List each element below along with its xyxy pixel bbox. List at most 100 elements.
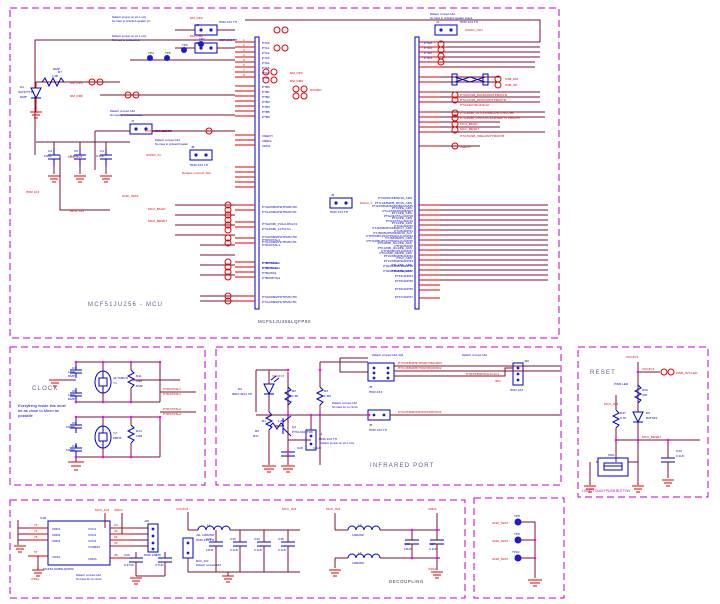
svg-text:PTF6/ADP36: PTF6/ADP36 <box>395 287 414 291</box>
svg-text:PTD6/XTAL1: PTD6/XTAL1 <box>262 238 280 242</box>
svg-text:Q1: Q1 <box>292 425 296 429</box>
svg-text:C4: C4 <box>48 149 52 153</box>
svg-text:4.7K: 4.7K <box>620 416 627 420</box>
svg-text:PTD5/XTAL2: PTD5/XTAL2 <box>163 412 181 416</box>
svg-text:PTG4/ADP20: PTG4/ADP20 <box>394 224 413 228</box>
clock-junctions <box>74 360 162 459</box>
svg-text:PTG0/KBI2P0/TPM1CH0: PTG0/KBI2P0/TPM1CH0 <box>262 235 297 239</box>
svg-text:PTJ6/KBI2P6_ADS: PTJ6/KBI2P6_ADS <box>385 236 412 240</box>
svg-text:J4: J4 <box>319 432 323 436</box>
svg-text:Default: connect 1&2, 3&4: Default: connect 1&2, 3&4 <box>372 353 404 357</box>
svg-text:Y2: Y2 <box>113 431 117 435</box>
svg-text:DMP: DMP <box>68 397 75 401</box>
svg-text:PTG1/KBI2P9/TPM2CH1: PTG1/KBI2P9/TPM2CH1 <box>262 210 297 214</box>
svg-text:6: 6 <box>243 63 245 67</box>
decoupling-junctions <box>410 528 439 560</box>
svg-text:R1: R1 <box>262 419 266 423</box>
svg-text:10M: 10M <box>136 379 142 383</box>
svg-text:1: 1 <box>243 38 245 42</box>
svg-text:MCU_RESET: MCU_RESET <box>642 435 661 439</box>
svg-text:HDR 1X2 TH: HDR 1X2 TH <box>219 38 237 42</box>
svg-text:VCC1: VCC1 <box>88 527 97 531</box>
svg-text:MCU_3V3: MCU_3V3 <box>68 155 83 159</box>
svg-text:PTB5: PTB5 <box>262 110 270 114</box>
mcu-left-wires <box>34 19 548 302</box>
clock-block-title: CLOCK <box>32 386 59 392</box>
svg-text:PTG0/USB_DM/DCDM/TPM2CH4: PTG0/USB_DM/DCDM/TPM2CH4 <box>460 93 508 97</box>
svg-text:POTENTIOMETER: POTENTIOMETER <box>145 129 172 133</box>
clock-circuit <box>49 361 196 471</box>
svg-text:R3: R3 <box>324 389 328 393</box>
svg-text:3: 3 <box>243 48 245 52</box>
svg-text:0.1UF: 0.1UF <box>96 154 105 158</box>
svg-text:PTJ0/KBI2P8/ADP32: PTJ0/KBI2P8/ADP32 <box>384 254 414 258</box>
svg-text:1.5K: 1.5K <box>278 419 285 423</box>
svg-text:330: 330 <box>642 393 647 397</box>
svg-text:PTJ1/KBI2P9/ADP33: PTJ1/KBI2P9/ADP33 <box>384 259 414 263</box>
svg-text:32.768KHz: 32.768KHz <box>113 376 129 380</box>
svg-text:1.5K: 1.5K <box>292 394 299 398</box>
svg-text:Default: connect 1&2: Default: connect 1&2 <box>110 109 135 113</box>
svg-text:D1: D1 <box>20 85 24 89</box>
header-j5 <box>367 362 395 382</box>
svg-text:PTA5: PTA5 <box>262 66 270 70</box>
svg-text:VREFL: VREFL <box>262 139 272 143</box>
svg-text:Default: connect 1&2: Default: connect 1&2 <box>332 401 357 405</box>
svg-text:J6: J6 <box>369 423 373 427</box>
svg-text:C5: C5 <box>74 149 78 153</box>
svg-text:PTL2/PE_ADS: PTL2/PE_ADS <box>392 269 412 273</box>
svg-text:PTD4/XTAL1: PTD4/XTAL1 <box>262 243 280 247</box>
svg-text:1.0K: 1.0K <box>52 74 59 78</box>
svg-text:0.1UF: 0.1UF <box>70 154 79 158</box>
svg-text:0.1UF: 0.1UF <box>230 548 239 552</box>
svg-text:71: 71 <box>34 529 38 533</box>
mcu-right-pins <box>419 41 440 299</box>
svg-text:U1B: U1B <box>40 516 46 520</box>
svg-text:PTD3/KBI2P3/ALTCLK1: PTD3/KBI2P3/ALTCLK1 <box>466 372 500 376</box>
svg-text:J11: J11 <box>196 533 201 537</box>
svg-text:No trace to onboard speaker pi: No trace to onboard speaker pin <box>112 19 151 23</box>
svg-text:PTJ0/PE_ADS: PTJ0/PE_ADS <box>392 206 412 210</box>
svg-text:D2: D2 <box>238 387 242 391</box>
power-symbol-body <box>47 520 111 566</box>
svg-text:PTD7/XTAL2: PTD7/XTAL2 <box>163 407 181 411</box>
svg-text:HDR 1X2 TH: HDR 1X2 TH <box>154 129 172 133</box>
svg-text:PTC0/KBI2P9/TPM2CH6/CMP2: PTC0/KBI2P9/TPM2CH6/CMP2 <box>398 361 442 365</box>
svg-text:44: 44 <box>114 529 118 533</box>
header-j11 <box>182 537 194 559</box>
svg-text:DMP: DMP <box>20 95 27 99</box>
svg-text:0.1UF: 0.1UF <box>676 454 685 458</box>
infrared-junctions <box>286 368 371 454</box>
svg-text:C34: C34 <box>254 537 260 541</box>
svg-text:MCU_3V3: MCU_3V3 <box>326 507 341 511</box>
svg-text:No trace for no circuit: No trace for no circuit <box>76 577 102 581</box>
svg-text:1.5M: 1.5M <box>324 394 331 398</box>
svg-text:VDDA: VDDA <box>428 507 438 511</box>
svg-text:PTG0/PA/KBI2P18_ADS: PTG0/PA/KBI2P18_ADS <box>378 196 412 200</box>
svg-text:C37: C37 <box>429 542 435 546</box>
svg-text:0.1UF: 0.1UF <box>429 547 438 551</box>
testpoints-net-labels: GND_TEST GND_TEST GND_TEST <box>492 521 509 561</box>
svg-text:HDR 2X3: HDR 2X3 <box>369 390 382 394</box>
svg-text:IRDA 3101 TR: IRDA 3101 TR <box>232 392 253 396</box>
svg-text:Default: connect 1&2: Default: connect 1&2 <box>182 171 211 175</box>
svg-text:PTH1/KBI1P11/TPM2CLK/ADP25: PTH1/KBI1P11/TPM2CLK/ADP25 <box>366 239 413 243</box>
svg-text:L2: L2 <box>358 523 362 527</box>
svg-text:No trace to onboard pin: No trace to onboard pin <box>112 38 141 42</box>
svg-text:C33: C33 <box>230 537 236 541</box>
svg-text:MCU_3V3: MCU_3V3 <box>282 507 297 511</box>
svg-text:J5: J5 <box>369 385 373 389</box>
svg-text:PTG1/USB_DP/DCDP/TPM2CH5: PTG1/USB_DP/DCDP/TPM2CH5 <box>460 98 507 102</box>
svg-text:C26: C26 <box>124 553 130 557</box>
svg-text:100MHZ: 100MHZ <box>202 533 214 537</box>
svg-text:J3: J3 <box>196 41 200 45</box>
svg-text:TP8: TP8 <box>514 514 520 518</box>
svg-text:PTA7: PTA7 <box>262 76 270 80</box>
mcu-left-pin-names: PTG0/KBI2P9/TPM2CH0 PTG1/KBI2P9/TPM2CH1 … <box>262 205 298 270</box>
svg-text:75: 75 <box>34 535 38 539</box>
svg-text:PTB0/SDA1: PTB0/SDA1 <box>262 261 279 265</box>
l1-net-labels: VCC3V3 MCU_3V3 <box>176 507 297 511</box>
infrared-net-labels: PTC0/KBI2P9/TPM2CH6/CMP2 PTC1/KBI2P8/TXD… <box>272 361 501 414</box>
